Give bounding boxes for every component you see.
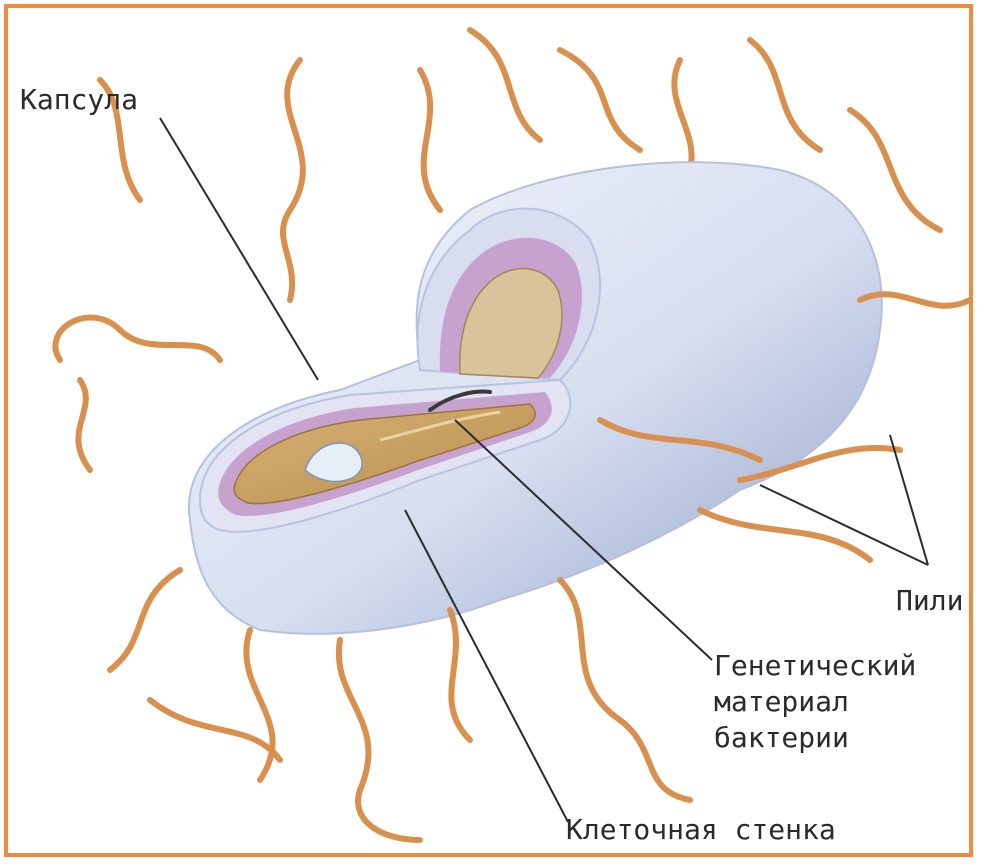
genetic-material-label-line3: бактерии bbox=[714, 720, 916, 756]
cell-wall-label: Клеточная стенка bbox=[566, 812, 836, 848]
genetic-material-label-line2: материал bbox=[714, 684, 916, 720]
capsule-label: Капсула bbox=[20, 82, 138, 118]
pili-label: Пили bbox=[896, 583, 963, 619]
genetic-material-label: Генетический материал бактерии bbox=[714, 648, 916, 756]
genetic-material-label-line1: Генетический bbox=[714, 648, 916, 684]
